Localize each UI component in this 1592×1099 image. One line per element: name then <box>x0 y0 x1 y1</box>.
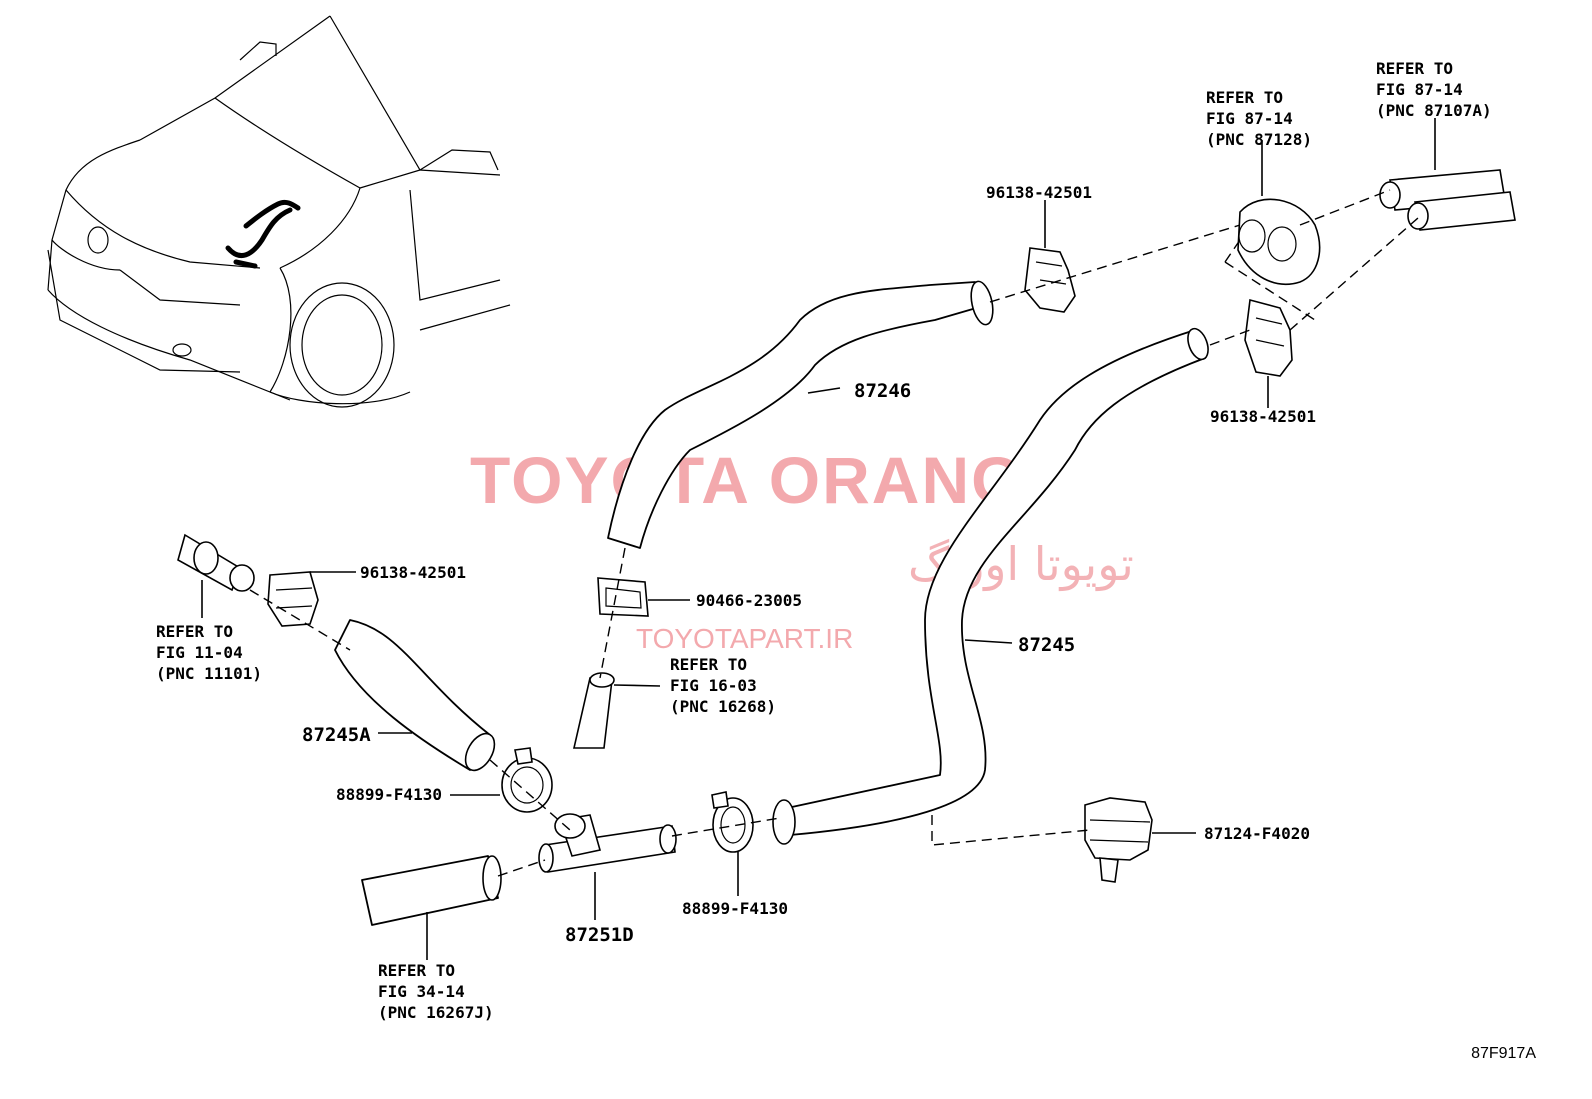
ref-11101-line1: REFER TO <box>156 622 233 641</box>
ref-87128-line1: REFER TO <box>1206 88 1283 107</box>
label-clamp-right: 96138-42501 <box>1210 407 1316 426</box>
clamp-88899-bottom <box>711 791 754 896</box>
vehicle-illustration <box>47 15 511 408</box>
label-clamp-f4130-left: 88899-F4130 <box>336 785 442 804</box>
ref-16267j: REFER TO FIG 34-14 (PNC 16267J) <box>378 961 494 1022</box>
label-87245a: 87245A <box>302 724 371 746</box>
ref-16268-line3: (PNC 16268) <box>670 697 776 716</box>
pipe-16267j <box>361 855 499 926</box>
pipe-16268 <box>572 672 661 749</box>
label-87246: 87246 <box>854 380 911 402</box>
ref-11101: REFER TO FIG 11-04 (PNC 11101) <box>156 622 262 683</box>
clamp-88899-left <box>450 747 553 813</box>
ref-11101-line2: FIG 11-04 <box>156 643 243 662</box>
hose-87246 <box>607 281 991 549</box>
ref-16268-line1: REFER TO <box>670 655 747 674</box>
figure-code: 87F917A <box>1471 1045 1536 1062</box>
ref-87107a: REFER TO FIG 87-14 (PNC 87107A) <box>1376 59 1492 120</box>
ref-87128: REFER TO FIG 87-14 (PNC 87128) <box>1206 88 1312 149</box>
pipe-11101 <box>177 533 255 618</box>
ref-87107a-line2: FIG 87-14 <box>1376 80 1463 99</box>
grommet-87128 <box>1237 140 1321 286</box>
ref-16267j-line3: (PNC 16267J) <box>378 1003 494 1022</box>
watermark-brand: TOYOTA ORANG <box>470 443 1024 517</box>
label-clamp-left: 96138-42501 <box>360 563 466 582</box>
valve-87124-f4020 <box>1084 797 1196 883</box>
label-clip: 90466-23005 <box>696 591 802 610</box>
watermark-url: TOYOTAPART.IR <box>636 623 853 654</box>
assembly-lines <box>249 189 1419 877</box>
tee-fitting-87251d <box>538 813 677 920</box>
ref-16267j-line2: FIG 34-14 <box>378 982 465 1001</box>
hose-87245a <box>334 619 491 771</box>
label-valve: 87124-F4020 <box>1204 824 1310 843</box>
label-clamp-f4130-bottom: 88899-F4130 <box>682 899 788 918</box>
label-87251d: 87251D <box>565 924 634 946</box>
heater-pipes-87107a <box>1379 118 1516 231</box>
ref-87107a-line3: (PNC 87107A) <box>1376 101 1492 120</box>
clamp-96138-left <box>267 571 356 627</box>
label-87245: 87245 <box>1018 634 1075 656</box>
ref-16268: REFER TO FIG 16-03 (PNC 16268) <box>670 655 776 716</box>
ref-87107a-line1: REFER TO <box>1376 59 1453 78</box>
ref-87128-line2: FIG 87-14 <box>1206 109 1293 128</box>
clamp-96138-top <box>1024 200 1076 313</box>
ref-87128-line3: (PNC 87128) <box>1206 130 1312 149</box>
hose-87245 <box>777 329 1206 836</box>
clamp-96138-right <box>1244 298 1293 408</box>
label-clamp-top: 96138-42501 <box>986 183 1092 202</box>
ref-16268-line2: FIG 16-03 <box>670 676 757 695</box>
ref-11101-line3: (PNC 11101) <box>156 664 262 683</box>
ref-16267j-line1: REFER TO <box>378 961 455 980</box>
clip-90466-23005 <box>597 577 690 617</box>
